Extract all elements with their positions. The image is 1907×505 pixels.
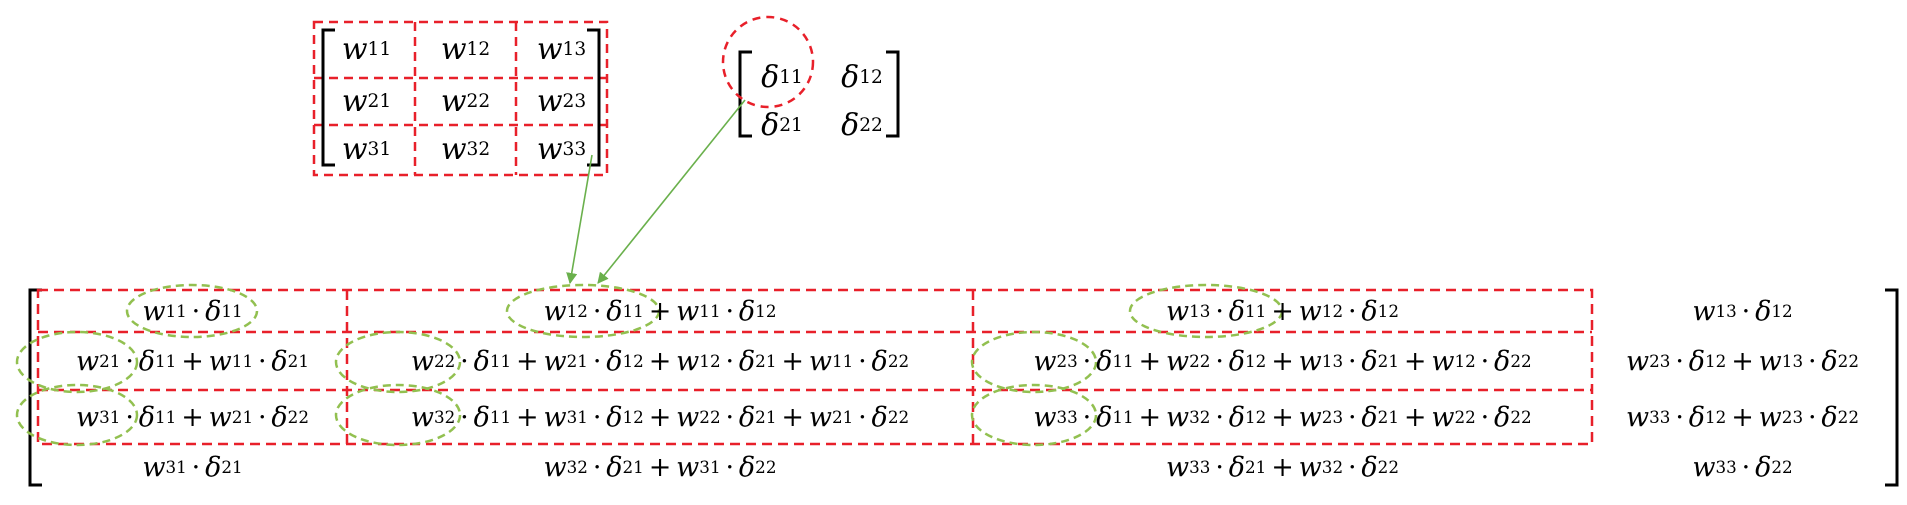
delta11-term-highlight-ellipse	[970, 330, 1098, 394]
arrow-from-w	[566, 154, 593, 285]
delta11-term-highlight-ellipse	[15, 330, 139, 394]
delta11-term-highlight-ellipse	[334, 330, 462, 394]
delta11-term-highlight-ellipse	[970, 383, 1098, 447]
delta-matrix-left-bracket	[738, 50, 752, 138]
result-grid-border	[36, 288, 1594, 446]
delta11-highlight-circle	[721, 15, 815, 109]
delta11-term-highlight-ellipse	[334, 383, 462, 447]
arrow-from-delta	[597, 99, 746, 284]
result-right-bracket	[1885, 288, 1899, 487]
delta11-term-highlight-ellipse	[1128, 283, 1284, 339]
delta11-term-highlight-ellipse	[125, 283, 259, 339]
result-left-bracket	[28, 288, 42, 487]
w-matrix-left-bracket	[321, 28, 335, 167]
w-matrix-right-bracket	[587, 28, 601, 167]
delta-matrix-right-bracket	[886, 50, 900, 138]
delta11-term-highlight-ellipse	[15, 383, 139, 447]
delta11-term-highlight-ellipse	[505, 283, 661, 339]
w-matrix-grid-border	[312, 20, 609, 177]
